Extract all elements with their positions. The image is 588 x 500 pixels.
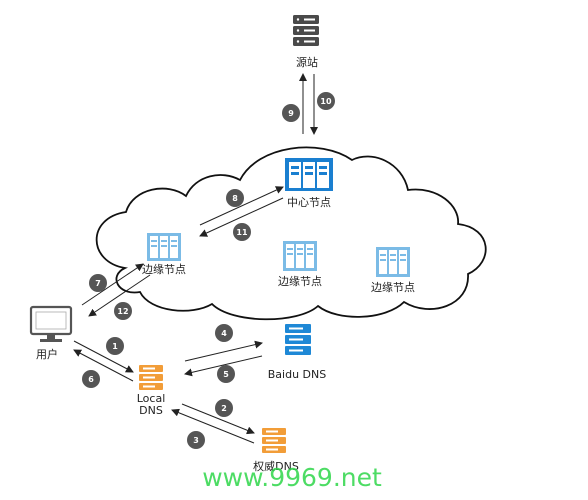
arrow-6 — [73, 349, 134, 382]
auth-dns-label: 权威DNS — [253, 460, 299, 473]
arrow-5 — [184, 355, 263, 377]
arrow-1 — [73, 340, 134, 373]
svg-text:2: 2 — [221, 404, 227, 413]
edge-server-right-icon — [376, 247, 410, 277]
step-badge-5: 5 — [217, 365, 235, 383]
svg-text:3: 3 — [193, 436, 199, 445]
center-server-icon — [285, 158, 333, 191]
auth-dns-server-icon — [262, 428, 286, 453]
svg-text:6: 6 — [88, 375, 94, 384]
edge-server-left-icon — [147, 233, 181, 261]
svg-text:8: 8 — [232, 194, 238, 203]
svg-text:7: 7 — [95, 279, 101, 288]
svg-text:11: 11 — [236, 228, 248, 237]
local-dns-label-line2: DNS — [139, 404, 163, 417]
step-badge-1: 1 — [106, 337, 124, 355]
step-badge-6: 6 — [82, 370, 100, 388]
user-monitor-icon — [29, 305, 73, 342]
svg-text:9: 9 — [288, 109, 294, 118]
edge-server-mid-icon — [283, 241, 317, 271]
local-dns-label-line1: Local — [137, 392, 166, 405]
arrow-2 — [181, 403, 255, 435]
origin-label: 源站 — [296, 55, 318, 69]
arrow-4 — [184, 340, 263, 362]
arrow-11 — [199, 197, 284, 237]
arrow-3 — [171, 408, 255, 444]
edge-node-right-label: 边缘节点 — [371, 281, 415, 294]
baidu-dns-label: Baidu DNS — [268, 368, 326, 381]
step-badge-10: 10 — [317, 92, 335, 110]
step-badge-2: 2 — [215, 399, 233, 417]
arrow-8 — [199, 186, 284, 226]
step-badge-8: 8 — [226, 189, 244, 207]
edge-node-left-label: 边缘节点 — [142, 263, 186, 276]
watermark: www.9969.net — [202, 463, 382, 492]
user-label: 用户 — [36, 347, 58, 361]
step-badge-4: 4 — [215, 324, 233, 342]
arrow-12 — [88, 274, 151, 317]
arrow-7 — [81, 263, 144, 306]
svg-text:5: 5 — [223, 370, 229, 379]
step-badge-3: 3 — [187, 431, 205, 449]
svg-text:4: 4 — [221, 329, 227, 338]
baidu-dns-server-icon — [285, 324, 311, 355]
edge-node-mid-label: 边缘节点 — [278, 275, 322, 288]
svg-text:1: 1 — [112, 342, 118, 351]
step-badge-12: 12 — [114, 302, 132, 320]
step-badge-9: 9 — [282, 104, 300, 122]
svg-text:12: 12 — [117, 307, 128, 316]
svg-text:10: 10 — [320, 97, 332, 106]
flow-arrows — [73, 73, 318, 444]
origin-server-icon — [293, 15, 319, 46]
step-badge-11: 11 — [233, 223, 251, 241]
center-node-label: 中心节点 — [287, 196, 331, 209]
local-dns-server-icon — [139, 365, 163, 390]
step-badge-7: 7 — [89, 274, 107, 292]
